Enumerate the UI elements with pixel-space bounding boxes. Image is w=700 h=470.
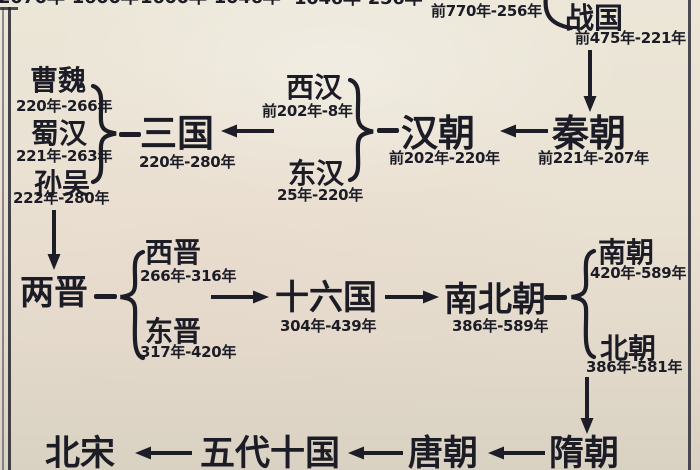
- connector-dash-han: [377, 128, 399, 133]
- arrow-left-tang-to-wudai-icon: [348, 446, 403, 460]
- node-beichao: 北朝: [600, 332, 657, 365]
- arrow-left-qin-to-han-icon: [500, 124, 548, 138]
- brace-zhanguo-tail: [543, 0, 574, 31]
- node-sanguo: 三国: [140, 112, 214, 155]
- node-caowei: 曹魏: [30, 64, 87, 97]
- node-dongjin: 东晋: [145, 315, 202, 348]
- node-caowei-dates: 220年-266年: [16, 97, 113, 115]
- arrow-right-shiliuguo-to-nanbeichao-icon: [385, 290, 439, 304]
- node-qin-dates: 前221年-207年: [538, 149, 649, 167]
- node-xihan: 西汉: [286, 71, 343, 104]
- node-zhanguo: 战国: [565, 1, 624, 35]
- connector-dash-nanbeichao: [544, 295, 567, 300]
- node-sunwu-dates: 222年-280年: [13, 189, 110, 207]
- node-beichao-dates: 386年-581年: [586, 358, 683, 376]
- arrow-left-sui-to-tang-icon: [488, 446, 545, 460]
- frame-left-inner-line: [8, 7, 11, 470]
- node-xijin-dates: 266年-316年: [140, 267, 237, 285]
- node-beisong: 北宋: [45, 434, 116, 470]
- arrow-down-sunwu-to-liangjin-icon: [47, 210, 61, 270]
- arrow-down-zhanguo-to-qin-icon: [583, 50, 597, 112]
- node-han: 汉朝: [401, 112, 475, 155]
- node-shiliuguo: 十六国: [275, 278, 377, 318]
- node-dongjin-dates: 317年-420年: [140, 343, 237, 361]
- brace-sanguo-group: [90, 83, 117, 185]
- connector-dash-sanguo: [119, 132, 141, 137]
- frame-top-stub-line: [0, 7, 18, 10]
- node-zhanguo-dates: 前475年-221年: [575, 29, 686, 47]
- arrow-down-beichao-to-sui-icon: [580, 377, 594, 434]
- node-nanchao: 南朝: [598, 236, 655, 269]
- node-shuhan-dates: 221年-263年: [16, 147, 113, 165]
- node-shuhan: 蜀汉: [31, 117, 88, 150]
- arrow-left-han-to-sanguo-icon: [221, 124, 274, 138]
- brace-nanbeichao-group: [571, 248, 597, 360]
- node-xijin: 西晋: [145, 236, 202, 269]
- arrow-left-wudai-to-beisong-icon: [135, 446, 192, 460]
- node-nanchao-dates: 420年-589年: [590, 264, 687, 282]
- node-han-dates: 前202年-220年: [389, 149, 500, 167]
- node-donghan: 东汉: [288, 157, 345, 190]
- zhou-dates-label: 1046年-256年: [294, 0, 422, 9]
- shang-dates-label: 1600年-1046年: [140, 0, 281, 8]
- dongzhou-dates-label: 前770年-256年: [431, 2, 542, 20]
- connector-dash-liangjin: [94, 294, 117, 299]
- node-nanbeichao: 南北朝: [444, 280, 546, 320]
- xia-dates-label: 2070年-1600年: [0, 0, 139, 8]
- node-shiliuguo-dates: 304年-439年: [280, 317, 377, 335]
- node-sanguo-dates: 220年-280年: [139, 153, 236, 171]
- node-tang: 唐朝: [408, 434, 479, 470]
- brace-han-group: [347, 77, 374, 183]
- node-liangjin: 两晋: [20, 273, 88, 313]
- arrow-right-liangjin-to-shiliuguo-icon: [211, 290, 269, 304]
- node-qin: 秦朝: [552, 112, 626, 155]
- brace-liangjin-group: [120, 249, 146, 361]
- frame-right-line: [688, 0, 691, 470]
- node-xihan-dates: 前202年-8年: [262, 102, 353, 120]
- node-nanbeichao-dates: 386年-589年: [452, 317, 549, 335]
- node-sui: 隋朝: [549, 434, 620, 470]
- node-wudaishiguo: 五代十国: [200, 434, 341, 470]
- frame-left-outer-line: [2, 7, 4, 470]
- node-donghan-dates: 25年-220年: [277, 186, 364, 204]
- node-sunwu: 孙吴: [34, 167, 91, 200]
